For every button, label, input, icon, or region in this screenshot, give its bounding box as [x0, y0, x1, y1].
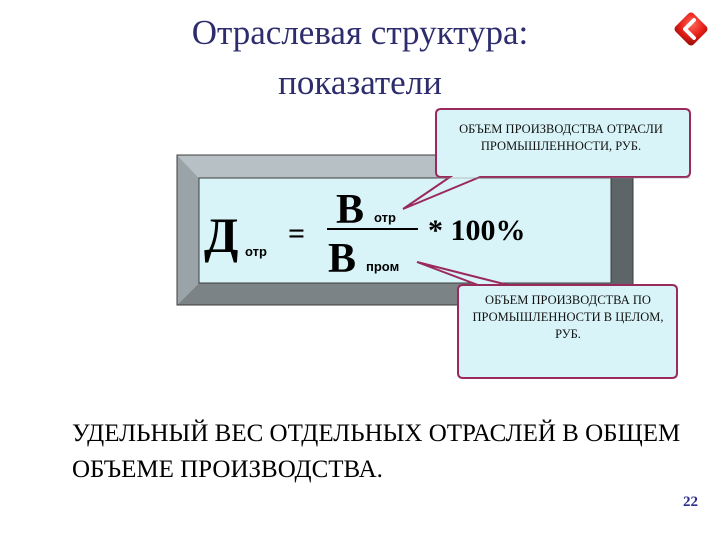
- title-line-1: Отраслевая структура:: [191, 13, 529, 52]
- chevron-left-icon: [672, 10, 710, 48]
- back-button[interactable]: [668, 6, 714, 52]
- formula-equals-sign: =: [288, 217, 305, 250]
- formula-numerator-letter: В: [336, 187, 364, 233]
- callout-top: [402, 108, 691, 210]
- description-text: УДЕЛЬНЫЙ ВЕС ОТДЕЛЬНЫХ ОТРАСЛЕЙ В ОБЩЕМ …: [72, 420, 681, 483]
- formula-multiplier: * 100%: [428, 214, 526, 247]
- formula-lhs-subscript: отр: [245, 244, 267, 259]
- callout-bottom-text: ОБЪЕМ ПРОИЗВОДСТВА ПО ПРОМЫШЛЕННОСТИ В Ц…: [472, 293, 664, 341]
- title-line-2: показатели: [278, 63, 442, 102]
- callout-bottom: [416, 261, 678, 379]
- formula-denominator-letter: В: [328, 236, 356, 282]
- page-number: 22: [683, 494, 698, 510]
- formula-numerator-subscript: отр: [374, 210, 396, 225]
- formula-denominator-subscript: пром: [366, 259, 399, 274]
- callout-top-text: ОБЪЕМ ПРОИЗВОДСТВА ОТРАСЛИ ПРОМЫШЛЕННОСТ…: [459, 122, 663, 153]
- formula-lhs-letter: Д: [204, 207, 238, 263]
- page-title: Отраслевая структура: показатели: [100, 8, 620, 108]
